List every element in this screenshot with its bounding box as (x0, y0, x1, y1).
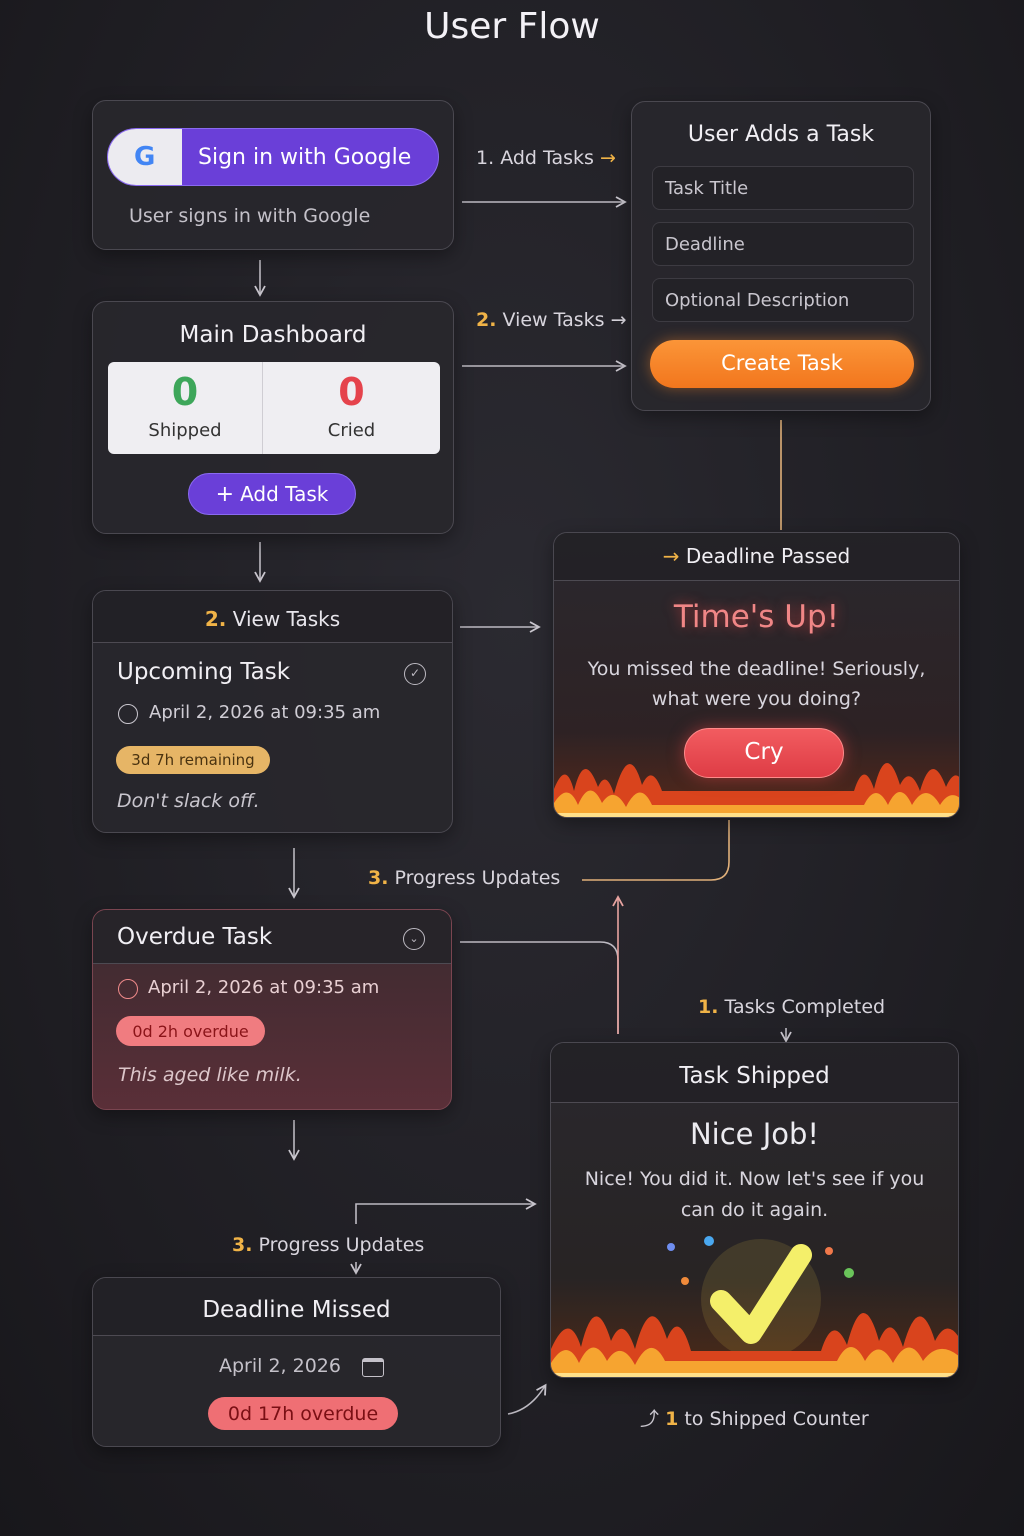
task-shipped-header: Task Shipped (679, 1063, 830, 1089)
deadline-passed-card: → Deadline Passed Time's Up! You missed … (553, 532, 960, 818)
label-view-tasks: 2. View Tasks → (476, 309, 627, 331)
overdue-task-note: This aged like milk. (118, 1064, 302, 1086)
dashboard-title: Main Dashboard (179, 322, 367, 348)
overdue-task-date: April 2, 2026 at 09:35 am (148, 977, 380, 998)
flames-illustration (554, 763, 959, 817)
label-tasks-completed: 1. Tasks Completed (698, 996, 886, 1018)
label-add-tasks: 1. Add Tasks → (476, 147, 616, 169)
stats-divider (262, 362, 263, 454)
signin-card: G Sign in with Google User signs in with… (92, 100, 454, 250)
google-icon: G (134, 142, 156, 172)
task-shipped-card: Task Shipped Nice Job! Nice! You did it.… (550, 1042, 959, 1378)
add-task-form-card: User Adds a Task Task Title Deadline Opt… (631, 101, 931, 411)
shipped-message-line2: can do it again. (680, 1199, 829, 1221)
deadline-missed-header: Deadline Missed (202, 1297, 391, 1323)
task-title-input[interactable]: Task Title (652, 166, 914, 210)
google-signin-label: Sign in with Google (198, 145, 412, 170)
add-task-button[interactable]: +Add Task (188, 473, 356, 515)
main-dashboard-card: Main Dashboard 0 Shipped 0 Cried +Add Ta… (92, 301, 454, 534)
deadline-message-line1: You missed the deadline! Seriously, (587, 658, 926, 680)
line-overdue-to-progress (460, 941, 619, 1034)
deadline-missed-date: April 2, 2026 (219, 1355, 341, 1377)
times-up-headline: Time's Up! (673, 599, 840, 635)
fire-checkmark-illustration (551, 1236, 958, 1377)
create-task-button[interactable]: Create Task (650, 340, 914, 388)
line-passed-to-progress (582, 820, 730, 881)
label-progress-updates-1: 3. Progress Updates (368, 867, 561, 889)
form-title: User Adds a Task (687, 122, 875, 147)
deadline-missed-card: Deadline Missed April 2, 2026 0d 17h ove… (92, 1277, 501, 1447)
cry-button[interactable]: Cry (684, 728, 844, 778)
arrow-right-icon: → (610, 309, 627, 331)
cried-counter: 0 (338, 370, 365, 414)
shipped-message-line1: Nice! You did it. Now let's see if you (584, 1168, 925, 1190)
upcoming-task-title: Upcoming Task (117, 659, 291, 685)
plus-icon: + (215, 482, 235, 507)
arrow-right-icon: → (662, 544, 680, 568)
arrow-progress-to-shipped (355, 1198, 537, 1224)
add-task-label: Add Task (240, 482, 329, 506)
label-progress-updates-2: 3. Progress Updates (232, 1234, 425, 1256)
signin-caption: User signs in with Google (129, 205, 371, 227)
remaining-badge: 3d 7h remaining (116, 746, 270, 774)
upcoming-task-date: April 2, 2026 at 09:35 am (149, 702, 381, 723)
google-signin-button[interactable]: G Sign in with Google (107, 128, 439, 186)
upcoming-task-note: Don't slack off. (117, 790, 260, 812)
alert-clock-icon (118, 979, 138, 999)
clock-icon (118, 704, 138, 724)
shipped-label: Shipped (148, 420, 222, 441)
curved-arrow-icon: ⤴ (640, 1408, 660, 1430)
calendar-icon[interactable] (362, 1358, 384, 1377)
deadline-input[interactable]: Deadline (652, 222, 914, 266)
nice-job-headline: Nice Job! (689, 1117, 820, 1151)
missed-overdue-badge: 0d 17h overdue (208, 1397, 398, 1430)
deadline-passed-header: → Deadline Passed (662, 544, 851, 568)
arrow-right-icon: → (599, 147, 616, 169)
shipped-counter: 0 (171, 370, 199, 414)
view-tasks-card: 2. View Tasks Upcoming Task ✓ April 2, 2… (92, 590, 453, 833)
deadline-message-line2: what were you doing? (651, 688, 862, 710)
arrow-missed-to-shipped (507, 1383, 547, 1415)
description-input[interactable]: Optional Description (652, 278, 914, 322)
page-title: User Flow (424, 6, 600, 47)
overdue-badge: 0d 2h overdue (116, 1016, 265, 1046)
check-circle-icon[interactable]: ✓ (404, 663, 426, 685)
label-shipped-counter: ⤴ 1 to Shipped Counter (640, 1408, 869, 1430)
overdue-task-title: Overdue Task (117, 924, 273, 950)
stats-panel: 0 Shipped 0 Cried (108, 362, 440, 454)
cried-label: Cried (327, 420, 376, 441)
overdue-task-card: Overdue Task ⌄ April 2, 2026 at 09:35 am… (92, 909, 452, 1110)
view-tasks-header: 2. View Tasks (204, 607, 341, 631)
google-logo-area: G (108, 129, 182, 185)
chevron-down-icon[interactable]: ⌄ (403, 928, 425, 950)
